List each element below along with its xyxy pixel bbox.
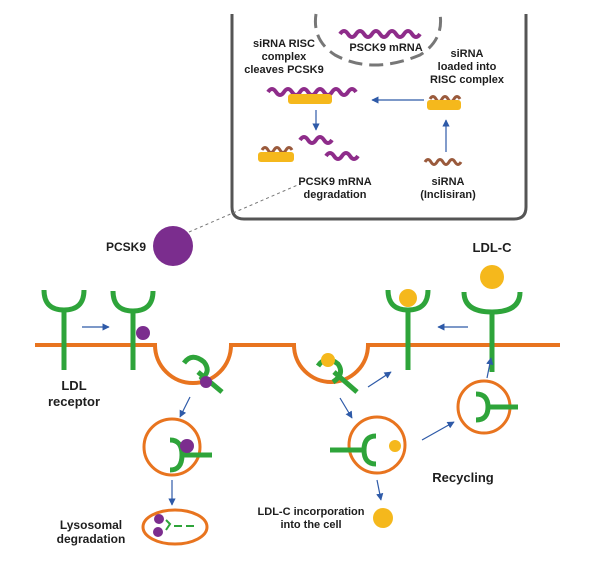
lysosomal-degradation-label: Lysosomal degradation — [56, 518, 126, 547]
arrow — [486, 357, 494, 379]
nucleus-dashed-arc — [313, 13, 443, 67]
pcsk9-protein — [154, 514, 164, 524]
cell-membrane — [35, 343, 560, 385]
mrna-fragment — [324, 151, 360, 161]
connector-dotted-line — [188, 183, 301, 233]
ldl-c-particle — [480, 265, 504, 289]
arrow — [367, 371, 392, 388]
risc-complex — [288, 94, 332, 104]
pcsk9-protein — [153, 226, 193, 266]
pcsk9-protein — [200, 376, 212, 388]
ldl-c-label: LDL-C — [472, 240, 512, 255]
endosome — [347, 415, 407, 475]
sirna-strand — [260, 146, 294, 154]
ldl-receptor — [110, 290, 156, 370]
risc-complex — [427, 100, 461, 110]
sirna-inclisiran-label: siRNA (Inclisiran) — [420, 176, 476, 202]
arrow — [339, 397, 353, 419]
pcsk9-mrna-top-label: PSCK9 mRNA — [349, 42, 423, 54]
ldl-receptor-label: LDL receptor — [47, 378, 101, 409]
arrow — [179, 396, 191, 418]
pcsk9-protein — [180, 439, 194, 453]
ldl-c-particle — [321, 353, 335, 367]
ldl-c-particle — [373, 508, 393, 528]
ldl-receptor — [330, 433, 377, 467]
ldl-receptor — [385, 289, 431, 370]
ldl-receptor — [475, 391, 518, 423]
ldl-receptor — [461, 291, 523, 372]
intracellular-box — [230, 14, 528, 221]
arrow — [376, 479, 384, 501]
ldl-c-particle — [399, 289, 417, 307]
pcsk9-label: PCSK9 — [105, 240, 146, 254]
pcsk9-protein — [136, 326, 150, 340]
ldl-receptor — [41, 289, 87, 370]
endosome — [142, 417, 202, 477]
ldlc-incorporation-label: LDL-C incorporation into the cell — [257, 506, 365, 532]
recycling-label: Recycling — [432, 470, 494, 485]
sirna-strand — [428, 95, 462, 103]
risc-cleaves-label: siRNA RISC complex cleaves PCSK9 — [244, 38, 324, 77]
mrna-degradation-label: PCSK9 mRNA degradation — [298, 176, 372, 202]
mrna-fragment — [298, 135, 334, 145]
sirna-strand — [423, 158, 463, 166]
arrow — [421, 421, 455, 441]
ldl-c-particle — [389, 440, 401, 452]
lysosome — [141, 508, 209, 546]
pcsk9-protein — [153, 527, 163, 537]
sirna-loaded-label: siRNA loaded into RISC complex — [430, 48, 504, 87]
mrna-strand — [338, 29, 422, 39]
ldl-receptor — [169, 437, 212, 473]
receptor-fragments — [165, 519, 194, 531]
risc-complex — [258, 152, 294, 162]
